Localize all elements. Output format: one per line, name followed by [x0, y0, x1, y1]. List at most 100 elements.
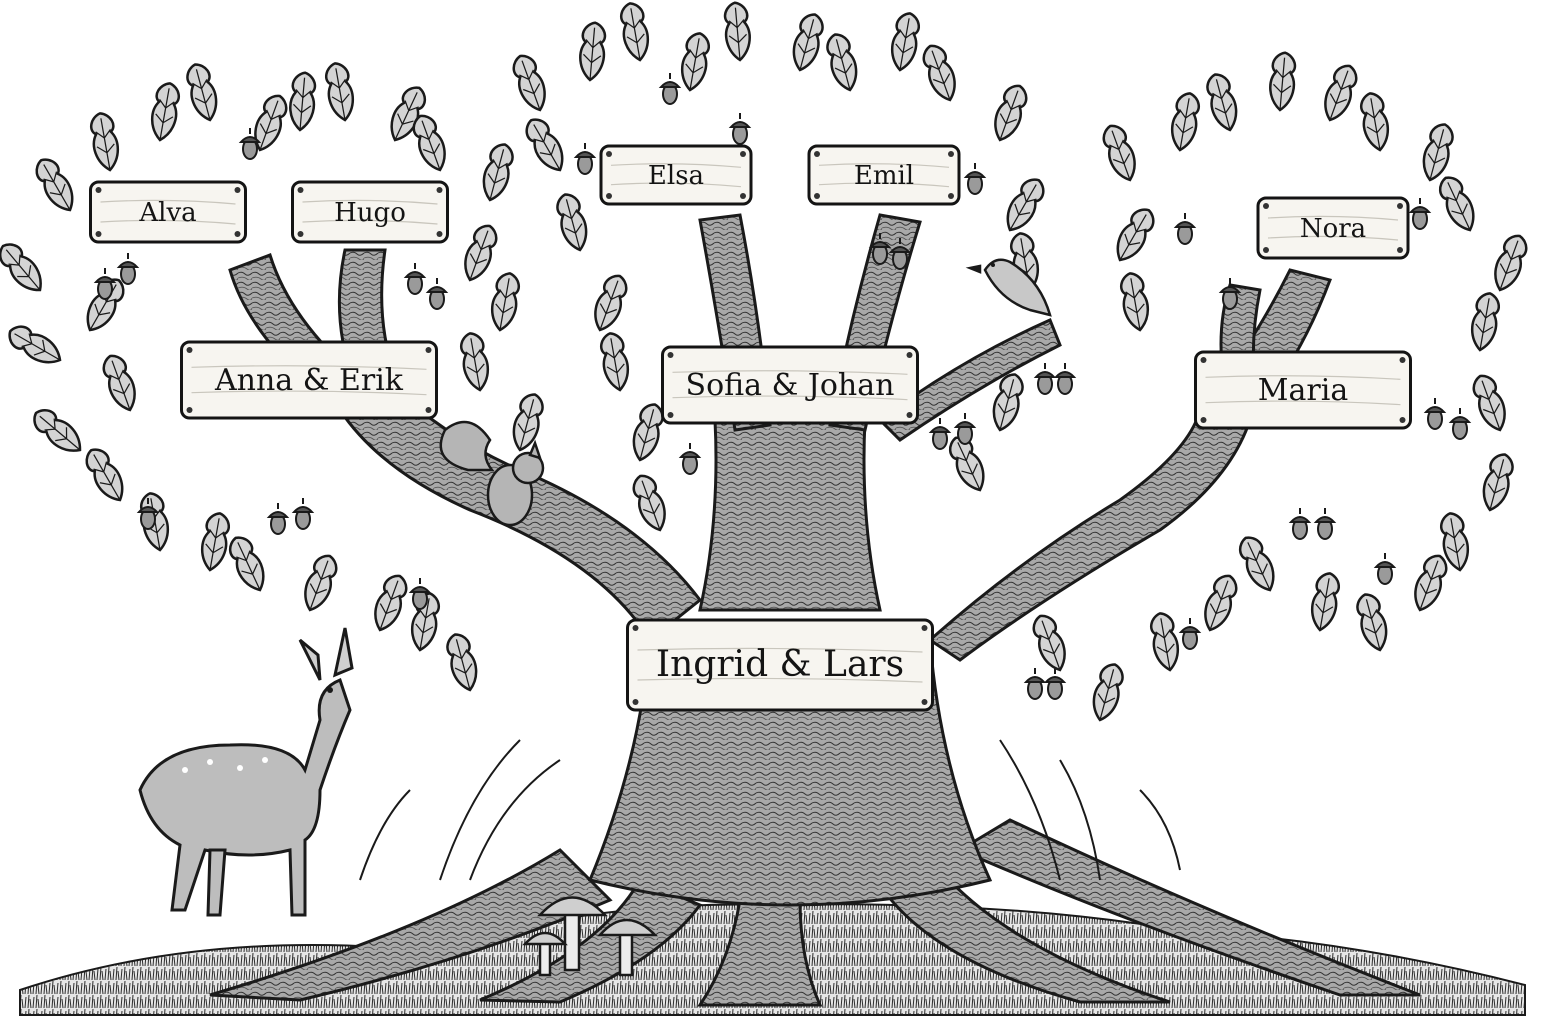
acorn-icon: [660, 72, 680, 105]
plaque-alva: Alva: [89, 180, 247, 244]
oak-leaf-icon: [0, 237, 51, 299]
acorn-icon: [118, 252, 138, 285]
oak-leaf-icon: [1087, 660, 1128, 725]
oak-leaf-icon: [519, 113, 572, 178]
acorn-icon: [1035, 362, 1055, 395]
acorn-icon: [1055, 362, 1075, 395]
nail-icon: [297, 187, 304, 193]
nail-icon: [436, 187, 443, 193]
nail-icon: [632, 625, 639, 631]
acorn-icon: [1045, 667, 1065, 700]
acorn-icon: [575, 142, 595, 175]
oak-leaf-icon: [722, 0, 753, 63]
nail-icon: [1399, 357, 1406, 363]
oak-leaf-icon: [577, 20, 608, 83]
oak-leaf-icon: [1028, 610, 1073, 676]
oak-leaf-icon: [322, 60, 358, 124]
nail-icon: [234, 231, 241, 237]
oak-leaf-icon: [1098, 120, 1143, 186]
nail-icon: [814, 151, 820, 157]
nail-icon: [667, 412, 674, 418]
plaque-board: [1256, 196, 1410, 260]
oak-leaf-icon: [552, 190, 593, 255]
oak-leaf-icon: [1407, 550, 1452, 616]
oak-leaf-icon: [998, 173, 1051, 238]
nail-icon: [1397, 247, 1403, 253]
plaque-board: [661, 345, 919, 425]
oak-leaf-icon: [1167, 90, 1203, 154]
plaque-hugo: Hugo: [291, 180, 449, 244]
oak-leaf-icon: [27, 402, 89, 461]
oak-leaf-icon: [197, 510, 233, 574]
squirrel-illustration: [439, 420, 545, 527]
acorn-icon: [1315, 507, 1335, 540]
nail-icon: [606, 193, 612, 199]
oak-leaf-icon: [442, 630, 483, 695]
nail-icon: [948, 193, 954, 199]
oak-leaf-icon: [457, 330, 493, 394]
nail-icon: [632, 699, 639, 705]
oak-leaf-icon: [223, 531, 272, 597]
oak-leaf-icon: [1468, 370, 1513, 436]
nail-icon: [1397, 203, 1403, 209]
oak-leaf-icon: [29, 153, 82, 218]
oak-leaf-icon: [147, 80, 183, 144]
acorn-icon: [680, 442, 700, 475]
oak-leaf-icon: [1352, 590, 1393, 655]
nail-icon: [906, 412, 913, 418]
nail-icon: [95, 187, 102, 193]
oak-leaf-icon: [1147, 610, 1183, 674]
nail-icon: [906, 352, 913, 358]
oak-trunk-and-branches: [228, 213, 1332, 907]
plaque-board: [599, 144, 753, 206]
plaque-label-sofia-johan: Sofia & Johan: [686, 368, 895, 403]
acorn-icon: [427, 277, 447, 310]
plaque-board: [291, 180, 449, 244]
oak-leaf-icon: [1307, 570, 1343, 634]
oak-leaf-icon: [87, 110, 123, 174]
nail-icon: [436, 231, 443, 237]
acorn-icon: [95, 267, 115, 300]
oak-leaf-icon: [79, 443, 132, 508]
plaque-ingrid-lars: Ingrid & Lars: [626, 618, 934, 712]
plaque-board: [1194, 350, 1412, 430]
oak-leaf-icon: [1417, 120, 1458, 185]
plaque-label-anna-erik: Anna & Erik: [214, 363, 404, 398]
nail-icon: [606, 151, 612, 157]
oak-leaf-icon: [887, 10, 923, 74]
nail-icon: [425, 407, 432, 413]
oak-leaf-icon: [587, 270, 632, 336]
nail-icon: [297, 231, 304, 237]
acorn-icon: [1410, 197, 1430, 230]
acorn-icon: [1180, 617, 1200, 650]
plaque-nora: Nora: [1256, 196, 1410, 260]
nail-icon: [921, 625, 928, 631]
oak-leaf-icon: [98, 350, 143, 416]
acorn-icon: [268, 502, 288, 535]
plaque-elsa: Elsa: [599, 144, 753, 206]
nail-icon: [1200, 417, 1207, 423]
acorn-icon: [1425, 397, 1445, 430]
acorn-icon: [1025, 667, 1045, 700]
acorn-icon: [1220, 277, 1240, 310]
oak-leaf-icon: [297, 550, 342, 616]
nail-icon: [667, 352, 674, 358]
nail-icon: [1200, 357, 1207, 363]
plaque-board: [89, 180, 247, 244]
oak-leaf-icon: [1477, 450, 1518, 515]
plaque-label-nora: Nora: [1300, 214, 1366, 244]
oak-leaf-icon: [487, 270, 523, 334]
oak-leaf-icon: [918, 40, 963, 106]
oak-leaf-icon: [367, 570, 412, 636]
oak-leaf-icon: [1433, 171, 1482, 237]
nail-icon: [948, 151, 954, 157]
oak-leaf-icon: [1108, 203, 1161, 268]
fern-illustration: [359, 739, 1181, 881]
nail-icon: [1399, 417, 1406, 423]
nail-icon: [814, 193, 820, 199]
acorn-icon: [730, 112, 750, 145]
acorn-icon: [293, 497, 313, 530]
oak-leaf-icon: [477, 140, 518, 205]
